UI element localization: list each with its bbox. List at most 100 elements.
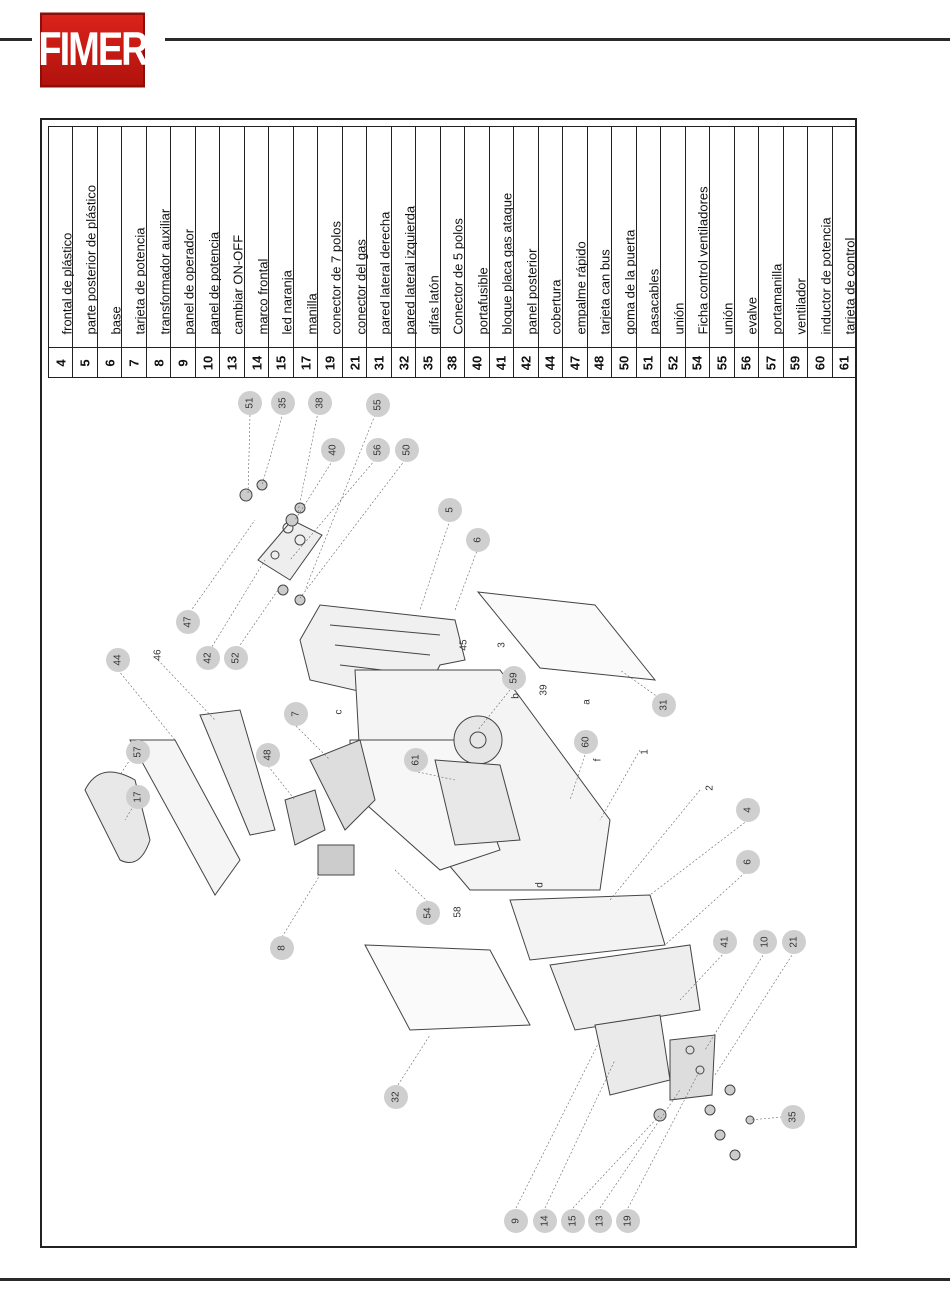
legend-row: Ficha control ventiladores 54 (684, 126, 711, 378)
callout-number: 15 (568, 1215, 579, 1227)
legend-label-cell: Ficha control ventiladores (686, 126, 711, 348)
callout-bubble: 10 (753, 930, 777, 954)
legend-number-cell: 31 (367, 347, 391, 378)
callout-bubble: 9 (504, 1209, 528, 1233)
legend-number: 15 (273, 355, 289, 371)
callout-bubble: 59 (502, 666, 526, 690)
legend-label-cell: manilla (294, 126, 319, 348)
legend-number: 59 (787, 355, 803, 371)
callout-number: 59 (509, 672, 520, 684)
diagram-label: b (511, 693, 522, 699)
callout-bubble: 32 (384, 1085, 408, 1109)
callout-bubble: 14 (533, 1209, 557, 1233)
callout-number: 14 (540, 1215, 551, 1227)
legend-number-cell: 57 (759, 347, 783, 378)
legend-number-cell: 13 (220, 347, 244, 378)
legend-number-cell: 21 (342, 347, 367, 378)
callout-bubble: 31 (652, 693, 676, 717)
legend-label-cell: bloque placa gas ataque (490, 126, 515, 348)
callout-number: 38 (315, 397, 326, 409)
legend-label-cell: empalme rápido (563, 126, 588, 348)
legend-label-cell: unión (661, 126, 686, 348)
legend-number: 50 (616, 355, 632, 371)
legend-number: 9 (175, 359, 191, 367)
diagram-label: 45 (459, 639, 470, 651)
legend-number-cell: 9 (171, 347, 195, 378)
diagram-label: 2 (705, 785, 716, 791)
brand-logo-text: FIMER (38, 23, 148, 76)
legend-number-cell: 41 (489, 347, 514, 378)
callout-bubble: 54 (416, 901, 440, 925)
callout-bubble: 4 (736, 798, 760, 822)
callout-number: 52 (231, 652, 242, 664)
diagram-label: c (334, 710, 345, 715)
callout-number: 55 (373, 399, 384, 411)
legend-number: 55 (714, 355, 730, 371)
callout-number: 4 (743, 807, 754, 813)
legend-bottom-rule (48, 377, 856, 378)
callout-number: 7 (291, 711, 302, 717)
legend-label-cell: pared lateral izquierda (392, 126, 417, 348)
callout-bubble: 60 (574, 730, 598, 754)
callout-bubble: 21 (782, 930, 806, 954)
legend-number-cell: 48 (587, 347, 612, 378)
diagram-label: d (535, 882, 546, 888)
legend-row: pasacables 51 (635, 126, 662, 378)
legend-number: 7 (126, 359, 142, 367)
legend-label-cell: marco frontal (245, 126, 270, 348)
legend-number: 60 (812, 355, 828, 371)
legend-number-cell: 32 (391, 347, 416, 378)
callout-number: 19 (623, 1215, 634, 1227)
legend-label-cell: goma de la puerta (612, 126, 637, 348)
diagram-label: 3 (497, 642, 508, 648)
legend-number-cell: 56 (734, 347, 759, 378)
legend-number: 54 (689, 355, 705, 371)
legend-number: 38 (444, 355, 460, 371)
callout-bubble: 40 (321, 438, 345, 462)
callout-bubble: 6 (736, 850, 760, 874)
callout-bubble: 19 (616, 1209, 640, 1233)
callout-number: 9 (511, 1218, 522, 1224)
legend-label-cell: pasacables (637, 126, 662, 348)
legend-number: 6 (102, 359, 118, 367)
diagram-label: a (582, 699, 593, 705)
legend-label-cell: panel de potencia (196, 126, 221, 348)
callout-bubble: 17 (126, 785, 150, 809)
cover-shape (129, 739, 241, 896)
legend-number: 10 (200, 355, 216, 371)
drawing-frame (40, 118, 857, 1248)
legend-label-cell: transformador auxiliar (147, 126, 172, 348)
callout-number: 40 (328, 444, 339, 456)
legend-number-cell: 14 (244, 347, 269, 378)
legend-number-cell: 50 (612, 347, 636, 378)
legend-number: 4 (53, 359, 69, 367)
legend-number: 61 (836, 355, 852, 371)
callout-bubble: 55 (366, 393, 390, 417)
header-rule-right (165, 38, 950, 41)
legend-number: 51 (640, 355, 656, 371)
callout-number: 50 (402, 444, 413, 456)
legend-label-cell: cambiar ON-OFF (220, 126, 246, 348)
callout-bubble: 38 (308, 391, 332, 415)
rear-panel-shape (257, 519, 323, 581)
callout-number: 17 (133, 791, 144, 803)
legend-number-cell: 38 (440, 347, 465, 378)
diagram-label: 46 (153, 649, 164, 661)
legend-label-cell: cobertura (539, 126, 564, 348)
diagram-label: 39 (539, 684, 550, 696)
callout-bubble: 61 (404, 748, 428, 772)
callout-bubble: 51 (238, 391, 262, 415)
callout-bubble: 41 (713, 930, 737, 954)
